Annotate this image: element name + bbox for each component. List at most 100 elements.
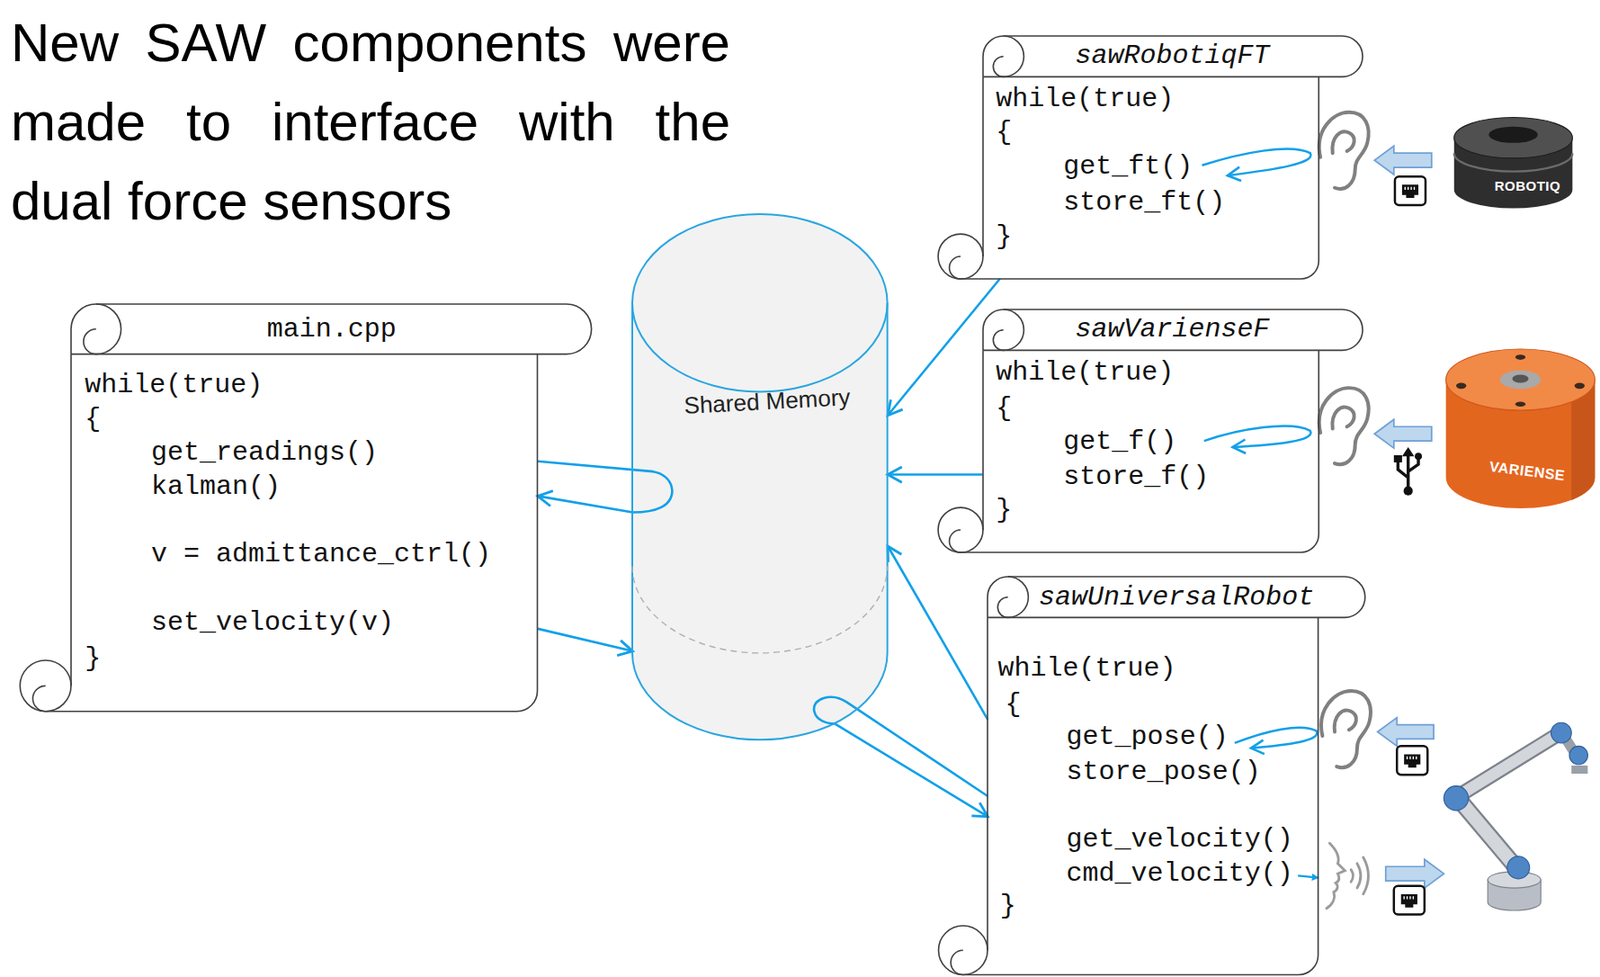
speaker-icon: [1326, 842, 1369, 909]
ear-outline: [1321, 690, 1371, 768]
robot-joint: [1443, 786, 1468, 811]
block-arrow: [1374, 145, 1432, 175]
scroll-curl-inner: [33, 685, 46, 711]
usb-dot: [1414, 452, 1422, 460]
code-scroll: sawRobotiqFT while(true){ get_ft()store_ft…: [983, 35, 1319, 279]
code-line: while(true): [995, 356, 1174, 389]
code-line: {: [1005, 688, 1022, 721]
code-line: get_readings(): [151, 436, 378, 469]
scroll-header: [983, 309, 1363, 350]
scroll-roll: [992, 35, 1024, 77]
ear-outline: [1319, 387, 1369, 465]
scroll-curl: [938, 233, 984, 279]
usb-tip: [1402, 446, 1415, 456]
node-outline: [71, 303, 537, 712]
ethernet-icon: [1396, 745, 1428, 775]
scroll-header: [71, 303, 592, 355]
code-line: }: [1000, 889, 1017, 922]
code-scroll: sawUniversalRobotwhile(true){get_pose()s…: [987, 576, 1319, 975]
block-arrow: [1374, 419, 1432, 448]
cylinder-sides: [632, 303, 888, 741]
code-line: }: [995, 493, 1012, 527]
usb-square: [1394, 455, 1403, 463]
code-scroll: main.cppwhile(true){get_readings()kalman…: [71, 303, 537, 712]
scroll-roll: [83, 303, 122, 355]
scroll-title: main.cpp: [267, 312, 397, 346]
robot-joint: [1507, 856, 1530, 879]
robot-link: [1461, 802, 1517, 868]
robot-link: [1461, 734, 1558, 795]
code-line: cmd_velocity(): [1066, 857, 1294, 890]
cylinder-label: Shared Memory: [683, 380, 852, 422]
code-line: {: [995, 392, 1012, 425]
scroll-curl-inner: [948, 256, 960, 279]
scroll-curl-inner: [950, 949, 964, 975]
scroll-roll: [998, 576, 1029, 617]
scroll-curl-inner: [948, 529, 960, 553]
ear-icon: [1319, 112, 1369, 189]
ear-inner: [1331, 131, 1354, 153]
scroll-header: [987, 576, 1366, 617]
port-shape: [1402, 184, 1419, 198]
cylinder-divider: [632, 566, 888, 653]
read-arrow: [1202, 149, 1312, 177]
ear-inner: [1334, 710, 1357, 733]
code-line: get_pose(): [1066, 720, 1229, 753]
code-line: while(true): [84, 368, 263, 402]
code-line: store_ft(): [1063, 186, 1225, 219]
ethernet-icon: [1394, 176, 1426, 206]
code-line: {: [84, 402, 101, 436]
code-line: get_f(): [1063, 425, 1177, 458]
code-line: set_velocity(v): [151, 606, 394, 639]
robot-joint: [1551, 722, 1573, 743]
read-arrow: [1204, 426, 1312, 447]
loop-line: [537, 461, 672, 513]
block-arrow: [1377, 717, 1434, 747]
port-shape: [1403, 753, 1421, 768]
sound-wave: [1357, 863, 1361, 888]
usb-icon: [1394, 446, 1422, 496]
code-line: while(true): [995, 82, 1174, 116]
sensor-top: [1446, 348, 1596, 411]
ear-outline: [1319, 112, 1369, 189]
code-line: get_ft(): [1063, 150, 1193, 183]
icon-frame: [1396, 745, 1428, 775]
block-arrow: [1385, 858, 1445, 888]
shared-memory-cylinder: Shared Memory: [632, 214, 888, 740]
code-line: get_velocity(): [1066, 822, 1294, 856]
robot-arm: [1443, 722, 1588, 911]
icon-frame: [1394, 176, 1426, 206]
scroll-body: [960, 349, 1319, 553]
code-line: store_pose(): [1066, 755, 1261, 788]
robot-flange: [1571, 765, 1588, 774]
ethernet-icon: [1394, 885, 1425, 915]
code-line: {: [995, 116, 1012, 149]
screw-hole: [1574, 382, 1585, 389]
port-pins: [1407, 756, 1417, 760]
data-arrow: [887, 545, 988, 720]
sensor-hole: [1511, 374, 1529, 383]
scroll-title: sawVarienseF: [1075, 312, 1270, 346]
robot-link: [1461, 802, 1517, 868]
screw-hole: [1515, 401, 1526, 407]
data-arrow: [537, 495, 634, 512]
cylinder-top: [632, 214, 888, 392]
signal-arrows: [1374, 145, 1444, 888]
scroll-title: sawRobotiqFT: [1075, 39, 1270, 72]
ear-icon: [1321, 690, 1371, 768]
robot-link: [1461, 734, 1558, 795]
data-arrow: [834, 723, 988, 816]
cylinder-fill: [632, 214, 888, 740]
port-pins: [1403, 895, 1413, 899]
ear-icon: [1319, 387, 1369, 465]
scroll-title: sawUniversalRobot: [1038, 581, 1314, 614]
scroll-curl: [938, 507, 984, 553]
data-arrow: [887, 473, 984, 476]
sound-wave: [1363, 857, 1369, 894]
icon-frame: [1394, 885, 1425, 915]
node-outline: [632, 214, 888, 740]
robot-joint: [1569, 745, 1588, 764]
code-line: v = admittance_ctrl(): [151, 537, 492, 571]
scroll-roll: [992, 309, 1024, 350]
